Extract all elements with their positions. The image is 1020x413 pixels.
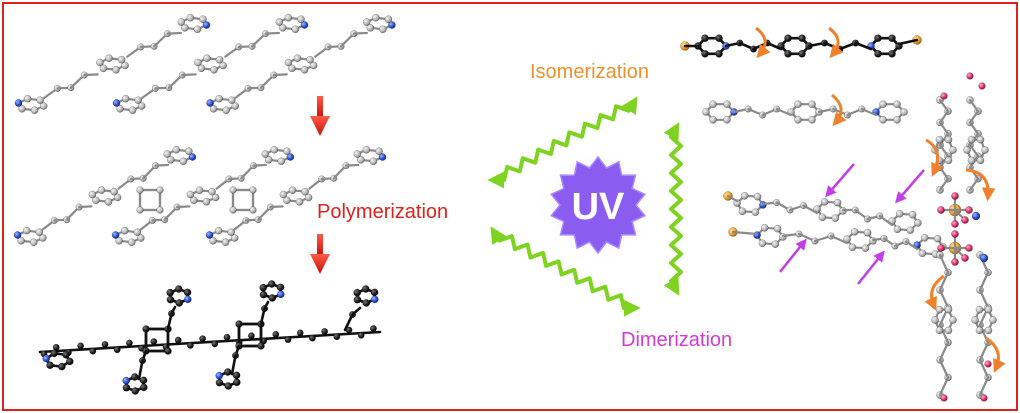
rotation-arrows: [755, 26, 1006, 373]
rotation-arrow-icon: [985, 336, 1006, 373]
rotation-arrow-icon: [965, 168, 996, 202]
label-uv: UV: [572, 186, 625, 228]
diagonal-arrow-icon: [825, 163, 855, 198]
rotation-arrow-icon: [925, 138, 944, 177]
label-polymerization: Polymerization: [317, 201, 448, 223]
rotation-arrow-icon: [828, 26, 844, 59]
wavy-arrow-icon: [490, 226, 641, 317]
polymer-intermediate-row: [13, 145, 387, 247]
label-dimerization: Dimerization: [621, 329, 732, 351]
rotation-arrow-icon: [924, 274, 945, 311]
uv-star-icon: [536, 143, 660, 267]
diagonal-arrow-icon: [857, 250, 885, 285]
down-arrow-icon: [310, 96, 330, 136]
rotation-arrow-icon: [755, 26, 771, 59]
wavy-arrow-icon: [487, 96, 638, 189]
isomerization-molecules: [680, 34, 922, 124]
purple-arrows: [779, 163, 925, 285]
monomer-row: [14, 13, 396, 115]
rotation-arrow-icon: [831, 93, 847, 127]
diagonal-arrow-icon: [779, 238, 807, 273]
diagonal-arrow-icon: [895, 169, 925, 204]
down-arrow-icon: [310, 234, 330, 274]
molecular-stacks: [13, 13, 997, 402]
dimer-framework: [723, 72, 997, 402]
label-isomerization: Isomerization: [530, 61, 649, 83]
wavy-arrow-icon: [663, 122, 683, 296]
polymer-row: [38, 280, 382, 395]
